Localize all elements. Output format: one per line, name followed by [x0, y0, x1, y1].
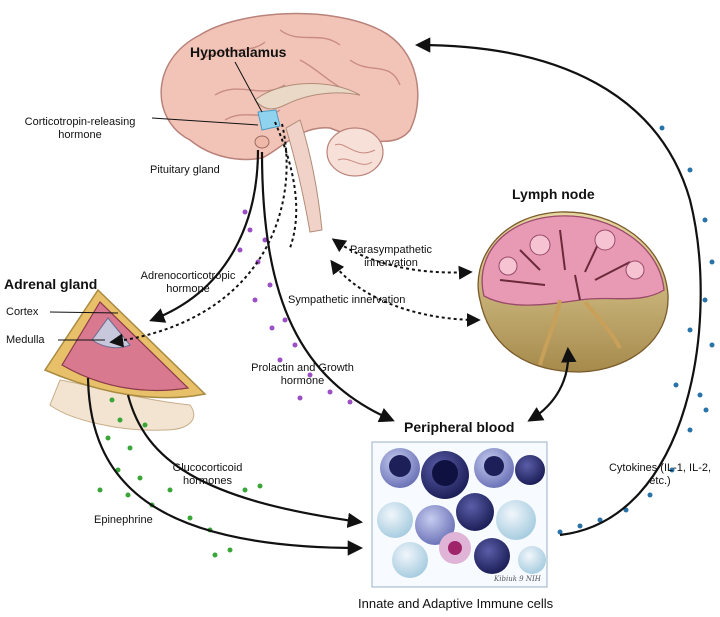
glucocorticoid-arrow — [126, 394, 364, 528]
immune-cells-label: Innate and Adaptive Immune cells — [358, 596, 554, 611]
corpus-callosum — [254, 83, 361, 110]
glucocorticoid-label: Glucocorticoid hormones — [172, 462, 243, 487]
brainstem — [285, 119, 323, 233]
cytokine-dots — [557, 125, 715, 535]
prolactin-label: Prolactin and Growth hormone — [251, 362, 354, 387]
crh-label: Corticotropin-releasing hormone — [24, 116, 136, 141]
connector-arrows — [86, 37, 702, 556]
hypothalamus-label: Hypothalamus — [190, 44, 287, 60]
immune-cells-illustration — [371, 441, 548, 588]
sympathetic-to-adrenal — [109, 123, 288, 348]
acth-label: Adrenocorticotropic hormone — [140, 270, 236, 295]
cytokines-label: Cytokines (IL-1, IL-2, etc.) — [608, 462, 712, 487]
acth-dots — [237, 209, 353, 405]
cortex-label: Cortex — [6, 306, 39, 318]
sympathetic-label: Sympathetic innervation — [288, 294, 406, 306]
lymph-node-label: Lymph node — [512, 186, 595, 202]
adrenal-gland-illustration — [43, 288, 207, 431]
lymph-node-illustration — [477, 211, 669, 373]
cytokine-feedback-arrow — [414, 37, 702, 537]
hypothalamus-region — [257, 109, 281, 131]
cerebellum — [326, 127, 384, 177]
lymph-blood-arrow — [527, 346, 577, 422]
peripheral-blood-label: Peripheral blood — [404, 419, 515, 435]
prolactin-arrow — [260, 151, 395, 423]
dashed-arrows — [109, 121, 481, 348]
artist-signature: Kibiuk 9 NIH — [494, 575, 541, 583]
medulla-label: Medulla — [6, 334, 45, 346]
acth-arrow — [149, 149, 260, 323]
adrenal-gland-label: Adrenal gland — [4, 276, 98, 292]
epinephrine-label: Epinephrine — [94, 514, 153, 526]
brainstem-down — [274, 121, 298, 249]
epinephrine-arrow — [86, 377, 364, 556]
parasympathetic-label: Parasympathetic innervation — [350, 244, 432, 269]
pituitary-shape — [254, 135, 270, 149]
sympathetic-arrow — [330, 259, 481, 327]
leader-lines — [49, 61, 263, 341]
pituitary-label: Pituitary gland — [150, 164, 220, 176]
